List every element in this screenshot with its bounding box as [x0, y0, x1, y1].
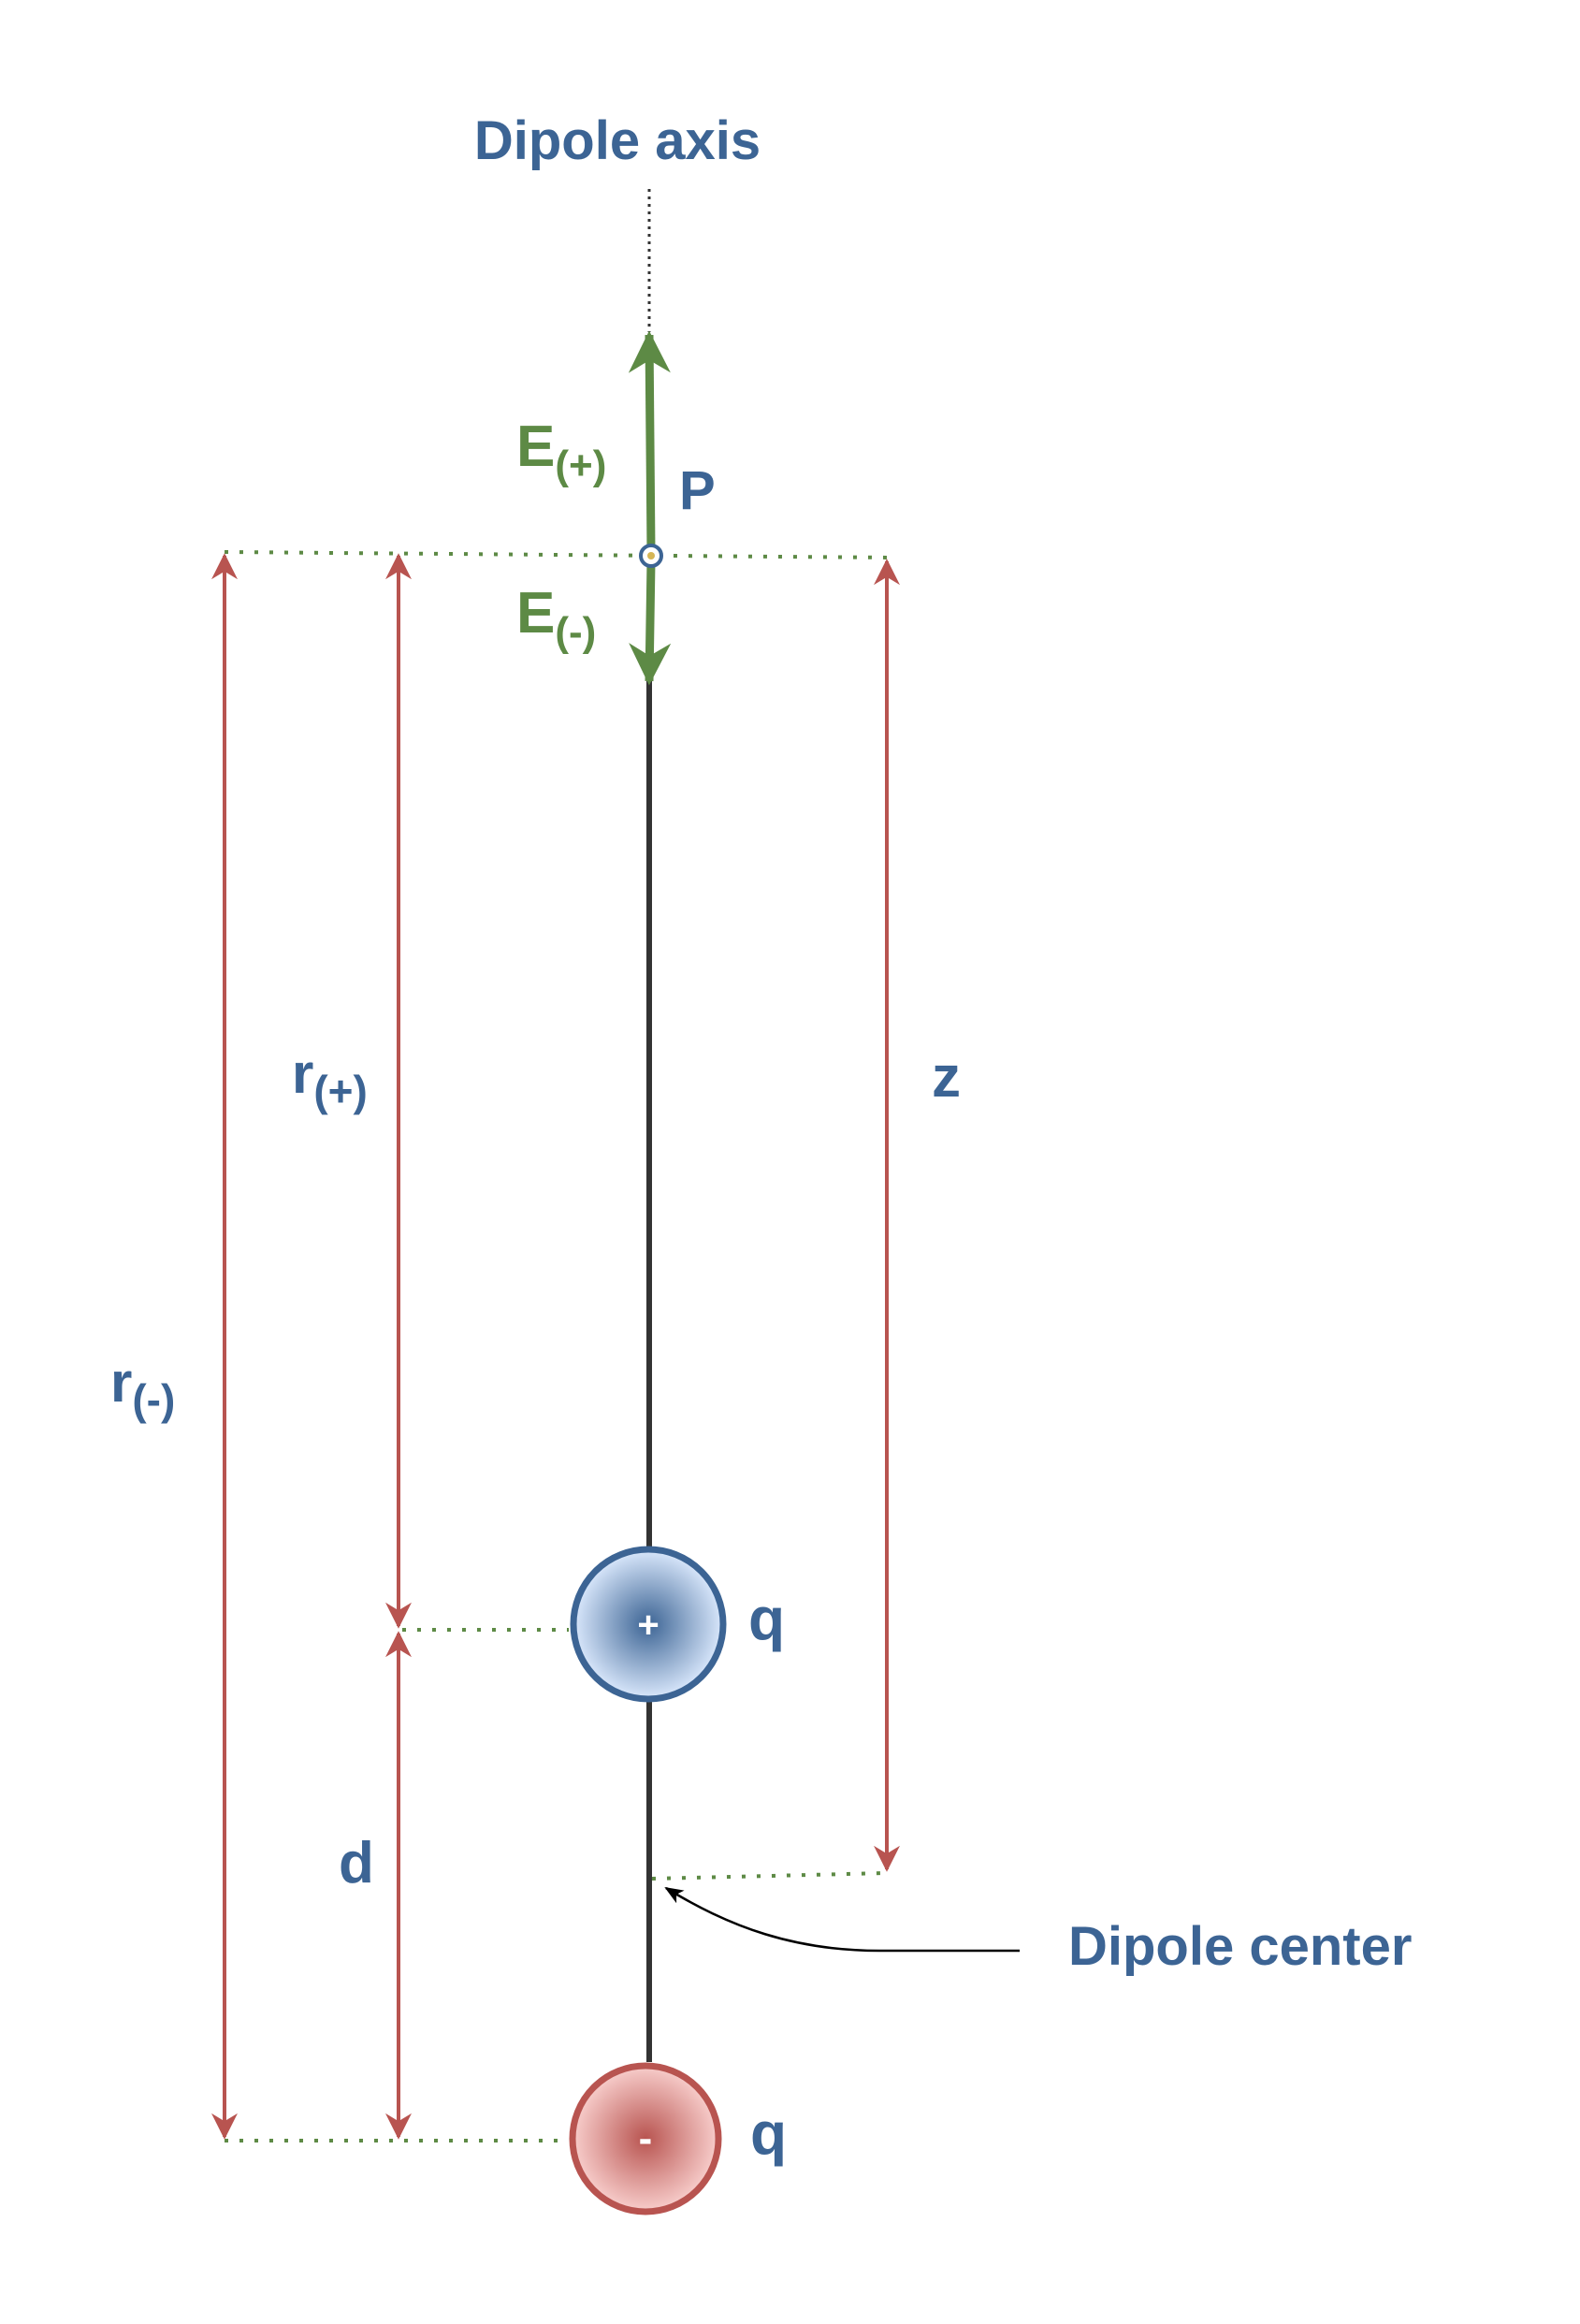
positive-charge-icon [570, 1546, 727, 1703]
plus-sign: + [637, 1605, 659, 1646]
point-label: P [679, 460, 716, 521]
r-minus-label: r(-) [110, 1351, 175, 1424]
axis-title: Dipole axis [474, 110, 761, 171]
field-negative-label: E(-) [516, 581, 596, 655]
minus-sign: - [639, 2115, 653, 2161]
point-marker-icon [639, 544, 663, 568]
field-positive-label: E(+) [516, 414, 606, 488]
center-label: Dipole center [1068, 1916, 1412, 1977]
center-pointer-arrow [664, 1886, 1020, 1953]
charge-bottom-label: q [750, 2099, 787, 2167]
field-positive-arrow [628, 330, 671, 553]
field-negative-arrow [629, 560, 672, 686]
charge-top-label: q [748, 1585, 785, 1652]
negative-charge-icon [569, 2062, 722, 2215]
guide-line-point [224, 550, 894, 559]
d-label: d [339, 1831, 374, 1896]
z-label: z [932, 1045, 961, 1110]
guide-line-center [651, 1871, 888, 1881]
r-plus-label: r(+) [292, 1042, 368, 1115]
